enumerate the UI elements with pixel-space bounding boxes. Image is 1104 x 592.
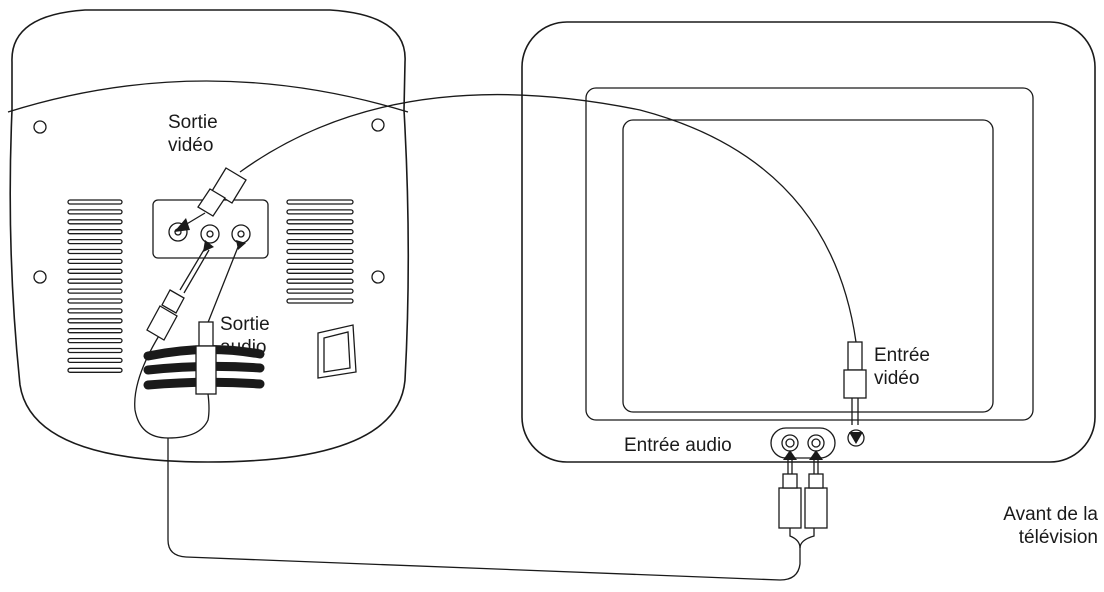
device-top-curve (7, 80, 409, 113)
vent-slot (67, 357, 123, 364)
audio-plug-tv-right (804, 450, 828, 529)
label-avant-tv-1: Avant de la (1003, 504, 1098, 525)
vent-slot (67, 367, 123, 373)
vent-slot (67, 298, 123, 304)
label-entree-video-1: Entrée (874, 345, 930, 366)
vent-slot (67, 229, 123, 235)
video-cable (174, 94, 867, 444)
vent-slot (286, 288, 354, 294)
label-entree-video-2: vidéo (874, 368, 919, 389)
vent-slot (286, 229, 354, 235)
vent-left (67, 199, 123, 373)
vent-slot (67, 209, 123, 215)
label-sortie-audio-2: audio (220, 337, 267, 358)
vent-slot (286, 278, 354, 284)
vent-slot (67, 248, 123, 255)
label-sortie-audio-1: Sortie (220, 314, 270, 335)
vent-slot (286, 248, 354, 255)
vent-right (286, 199, 354, 304)
audio-plug-tv-left (778, 450, 802, 529)
vent-slot (67, 199, 123, 205)
vent-slot (286, 219, 354, 225)
vent-slot (67, 219, 123, 225)
device-body (9, 9, 410, 463)
vent-slot (286, 298, 354, 304)
vent-slot (286, 209, 354, 215)
tv-bezel (585, 87, 1034, 421)
audio-input-panel (770, 427, 836, 459)
audio-plug-source-right (195, 240, 246, 395)
vent-slot (286, 238, 354, 245)
vent-slot (286, 268, 354, 274)
video-plug-source (174, 167, 247, 232)
label-sortie-video-1: Sortie (168, 112, 218, 133)
television (521, 21, 1096, 463)
vent-slot (67, 337, 123, 344)
audio-plug-source-left (146, 240, 214, 341)
screw-hole-bottom-right (371, 270, 385, 284)
screw-hole-top-right (371, 118, 385, 132)
vent-slot (67, 288, 123, 294)
jack-video-out (168, 222, 188, 242)
tv-outer-frame (521, 21, 1096, 463)
vent-slot (67, 308, 123, 314)
vent-slot (67, 347, 123, 354)
jack-video-in (847, 429, 865, 447)
jack-audio-out-left (200, 224, 220, 244)
jack-audio-out-right (231, 224, 251, 244)
tv-screen (622, 119, 994, 413)
vent-slot (67, 328, 123, 334)
vent-slot (67, 238, 123, 245)
label-sortie-video-2: vidéo (168, 135, 213, 156)
audio-cable (134, 240, 828, 581)
screw-hole-bottom-left (33, 270, 47, 284)
vent-slot (286, 258, 354, 265)
vent-slot (67, 258, 123, 265)
jack-audio-in-left (781, 434, 799, 452)
video-plug-tv (843, 341, 867, 444)
vent-slot (67, 318, 123, 324)
jack-audio-in-right (807, 434, 825, 452)
vent-slot (67, 278, 123, 284)
vent-slot (286, 199, 354, 205)
small-panel (317, 324, 357, 379)
label-avant-tv-2: télévision (1019, 527, 1098, 548)
label-entree-audio: Entrée audio (624, 435, 732, 456)
screw-hole-top-left (33, 120, 47, 134)
vent-slot (67, 268, 123, 274)
